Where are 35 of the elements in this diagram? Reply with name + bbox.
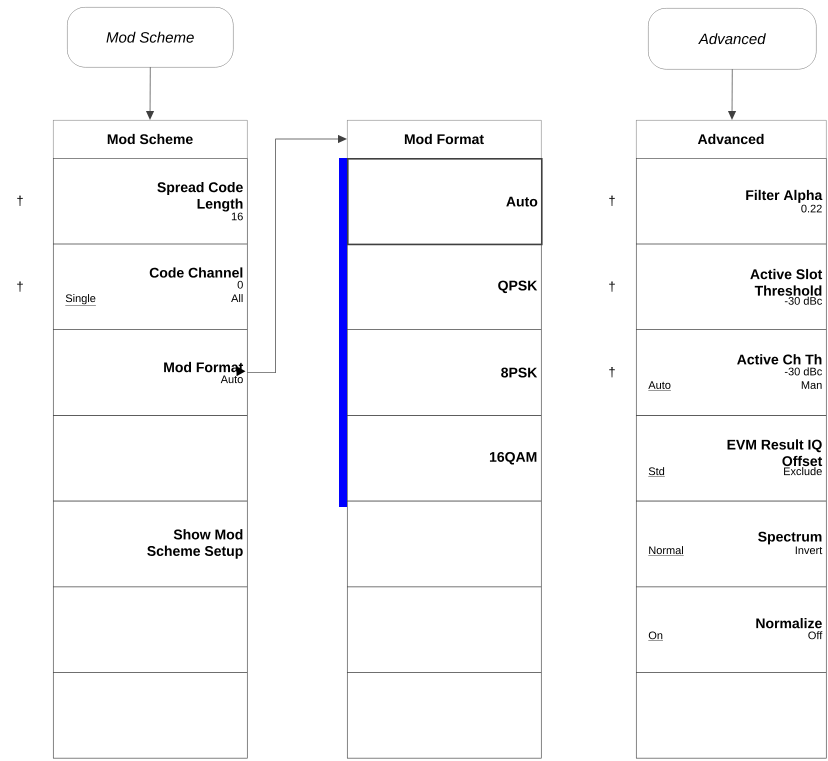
softkey <box>53 586 248 673</box>
softkey: EVM Result IQ Offset Std Exclude <box>636 415 827 502</box>
softkey: Filter Alpha 0.22 <box>636 158 827 244</box>
node-label: -30 dBc <box>784 367 822 376</box>
node-label: 0 <box>238 280 243 289</box>
dagger-mark: † <box>609 196 615 206</box>
softkey: Normalize On Off <box>636 586 827 673</box>
dagger-mark: † <box>17 281 23 292</box>
softkey: Code Channel 0 Single All <box>53 244 248 330</box>
node-label: Active Ch Th <box>737 354 822 364</box>
node-label: All <box>231 294 243 302</box>
start-box: Advanced <box>648 8 816 70</box>
softkey <box>347 672 542 758</box>
dagger-mark: † <box>609 367 615 378</box>
node-label: Man <box>802 381 822 389</box>
node-label: Single <box>66 294 96 304</box>
softkey: Spectrum Normal Invert <box>636 500 827 588</box>
start-box: Mod Scheme <box>67 7 234 68</box>
softkey <box>347 500 542 588</box>
softkey: Active Slot Threshold -30 dBc <box>636 244 827 330</box>
softkey <box>347 586 542 673</box>
softkey: Auto <box>347 158 543 246</box>
node-label: Code Channel <box>150 267 242 278</box>
softkey: Show Mod Scheme Setup <box>53 500 248 588</box>
softkey <box>53 672 248 758</box>
dagger-mark: † <box>609 281 615 292</box>
softkey: Active Ch Th -30 dBc Auto Man <box>636 329 827 416</box>
softkey <box>636 672 827 758</box>
softkey: Spread Code Length 16 <box>53 158 248 244</box>
node-label: Auto <box>648 381 670 389</box>
softkey: 16QAM <box>347 415 542 502</box>
dagger-mark: † <box>17 196 23 206</box>
softkey <box>53 415 248 502</box>
softkey: QPSK <box>347 244 542 330</box>
softkey: 8PSK <box>347 329 542 416</box>
